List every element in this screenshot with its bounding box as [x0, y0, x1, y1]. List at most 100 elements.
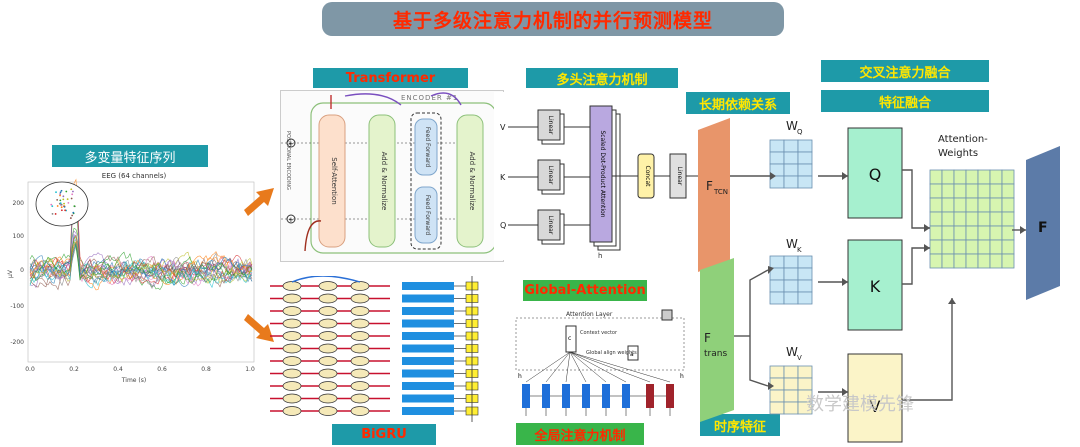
self-attention-block	[318, 114, 346, 248]
svg-text:-100: -100	[10, 303, 24, 310]
attention-layer-label: Attention Layer	[566, 311, 613, 318]
matrix-cell	[769, 139, 785, 153]
watermark: 数学建模先锋	[806, 390, 914, 416]
matrix-cell	[965, 225, 979, 241]
ga-hidden-state	[666, 384, 674, 408]
matrix-cell	[797, 291, 813, 305]
wk-label: W	[786, 237, 798, 251]
watermark-text: 数学建模先锋	[806, 394, 914, 415]
gru-cell	[318, 368, 338, 379]
multivariate-label-text: 多变量特征序列	[84, 150, 176, 166]
svg-text:V: V	[870, 397, 881, 416]
matrix-cell	[797, 267, 813, 281]
global-attention-cn-text: 全局注意力机制	[534, 428, 626, 444]
gru-cell	[282, 406, 302, 416]
gru-cell	[350, 318, 370, 329]
electrode-dot	[72, 211, 75, 214]
matrix-cell	[929, 211, 943, 227]
svg-text:Q: Q	[869, 165, 882, 184]
matrix-cell	[977, 253, 991, 269]
matrix-cell	[965, 197, 979, 213]
arrow-up-icon	[244, 188, 274, 216]
matrix-cell	[797, 365, 813, 379]
electrode-dot	[64, 209, 67, 212]
matrix-cell	[1001, 211, 1015, 227]
ga-link	[545, 351, 571, 383]
bigru-output-bar	[402, 382, 454, 390]
transformer-diagram: ENCODER #1 POSITIONAL ENCODING + + Self-…	[281, 92, 497, 254]
svg-text:V: V	[797, 354, 802, 362]
svg-text:Linear: Linear	[547, 166, 554, 185]
matrix-cell	[941, 197, 955, 213]
svg-text:0.6: 0.6	[157, 366, 167, 373]
matrix-cell	[783, 151, 799, 165]
matrix-cell	[965, 239, 979, 255]
electrode-dot	[63, 205, 66, 208]
gru-cell	[282, 368, 302, 379]
matrix-cell	[989, 211, 1003, 227]
global-attention-label: Global-Attention	[523, 280, 647, 301]
matrix-cell	[977, 225, 991, 241]
svg-text:+: +	[288, 140, 294, 148]
svg-text:F: F	[1038, 220, 1048, 236]
hs-label: h	[518, 373, 522, 380]
svg-text:0.4: 0.4	[113, 366, 123, 373]
electrode-dot	[50, 203, 53, 206]
electrode-dot	[65, 190, 68, 193]
matrix-cell	[783, 163, 799, 177]
wv-label: W	[786, 345, 798, 359]
electrode-dot	[72, 190, 74, 193]
svg-text:Linear: Linear	[676, 167, 683, 186]
global-attention-diagram: Attention Layer c Context vector a Globa…	[515, 309, 685, 416]
matrix-cell	[989, 197, 1003, 213]
electrode-dot	[71, 193, 74, 196]
matrix-cell	[769, 377, 785, 391]
eeg-ylabel: µV	[7, 269, 14, 278]
matrix-cell	[965, 253, 979, 269]
ga-hidden-state	[622, 384, 630, 408]
svg-text:K: K	[797, 246, 802, 254]
multivariate-label: 多变量特征序列	[52, 145, 208, 167]
svg-text:Concat: Concat	[644, 166, 651, 188]
bigru-panel	[270, 275, 500, 422]
matrix-cell	[989, 225, 1003, 241]
gru-cell	[318, 293, 338, 304]
matrix-cell	[769, 291, 785, 305]
svg-text:K: K	[870, 277, 881, 296]
svg-text:TCN: TCN	[713, 188, 728, 196]
matrix-cell	[953, 169, 967, 185]
ga-link	[569, 351, 587, 383]
electrode-dot	[54, 213, 57, 215]
bigru-diagram	[270, 275, 479, 422]
electrode-dot	[51, 212, 54, 215]
matrix-cell	[769, 255, 785, 269]
matrix-cell	[977, 169, 991, 185]
gru-cell	[350, 281, 370, 291]
matrix-cell	[941, 169, 955, 185]
matrix-cell	[783, 291, 799, 305]
bigru-label: BiGRU	[332, 424, 436, 445]
matrix-cell	[1001, 253, 1015, 269]
gru-cell	[318, 343, 338, 354]
gru-cell	[318, 306, 338, 316]
matrix-cell	[797, 279, 813, 293]
bigru-output-bar	[402, 369, 454, 378]
electrode-dot	[70, 197, 73, 200]
electrode-dot	[60, 206, 63, 209]
matrix-cell	[769, 279, 785, 293]
mha-label: 多头注意力机制	[526, 68, 678, 88]
ga-hidden-state	[602, 384, 610, 408]
matrix-cell	[1001, 239, 1015, 255]
electrode-dot	[59, 202, 62, 205]
eeg-chart: EEG (64 channels) 200 100 0 -100 -200 0.…	[7, 172, 255, 384]
sdpa-block	[589, 105, 613, 243]
feature-fusion-label: 特征融合	[821, 90, 989, 112]
gru-cell	[350, 406, 370, 416]
transformer-panel: ENCODER #1 POSITIONAL ENCODING + + Self-…	[280, 90, 504, 262]
bigru-output-bar	[402, 319, 454, 328]
page-title: 基于多级注意力机制的并行预测模型	[392, 9, 713, 32]
matrix-cell	[989, 253, 1003, 269]
eeg-trace	[29, 246, 253, 290]
arrow-down-icon	[244, 314, 274, 342]
matrix-cell	[929, 197, 943, 213]
